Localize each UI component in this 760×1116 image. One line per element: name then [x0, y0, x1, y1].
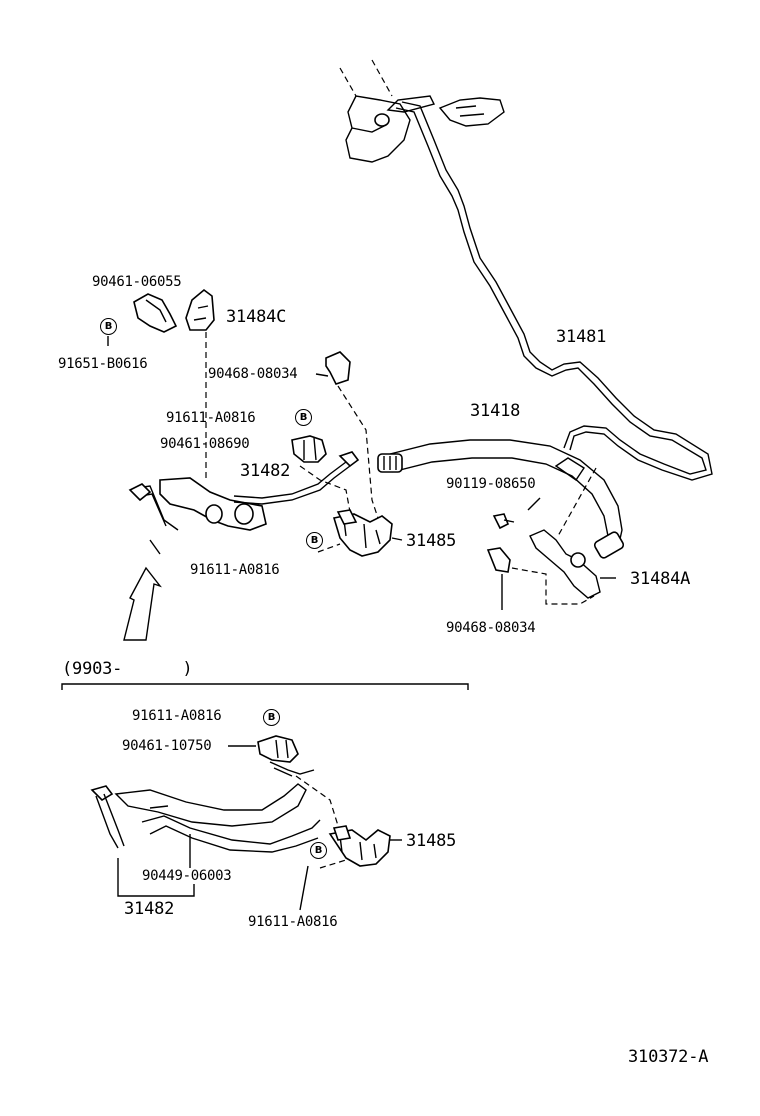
label-90449-06003: 90449-06003 [142, 868, 232, 884]
label-90119-08650: 90119-08650 [446, 476, 536, 492]
hose-31418-drawing [377, 439, 625, 559]
label-91611-a0816-b: 91611-A0816 [190, 562, 280, 578]
b-mark-icon: B [306, 532, 323, 549]
b-mark-icon: B [295, 409, 312, 426]
label-31418: 31418 [470, 401, 521, 421]
label-90468-08034-lower: 90468-08034 [446, 620, 536, 636]
label-31481: 31481 [556, 327, 607, 347]
clip-90468-upper-drawing [315, 351, 381, 525]
section-bracket-line [61, 683, 469, 690]
master-cylinder-drawing [339, 59, 505, 163]
label-91611-a0816-c: 91611-A0816 [132, 708, 222, 724]
label-90461-10750: 90461-10750 [122, 738, 212, 754]
bracket-31485-upper-drawing [317, 509, 403, 557]
label-91651-b0616: 91651-B0616 [58, 356, 148, 372]
label-91611-a0816-d: 91611-A0816 [248, 914, 338, 930]
label-31484a: 31484A [630, 569, 691, 589]
clamp-90461-10750-drawing [228, 735, 341, 833]
label-31485-upper: 31485 [406, 531, 457, 551]
pipe-31481 [395, 101, 713, 481]
label-31485-lower: 31485 [406, 831, 457, 851]
b-mark-icon: B [310, 842, 327, 859]
b-mark-icon: B [100, 318, 117, 335]
release-cylinder-lower-drawing [90, 783, 321, 897]
bracket-31485-lower-drawing [299, 825, 402, 911]
diagram-code: 310372-A [628, 1047, 709, 1067]
label-90461-08690: 90461-08690 [160, 436, 250, 452]
label-90461-06055: 90461-06055 [92, 274, 182, 290]
release-cylinder-upper-drawing [128, 451, 360, 531]
label-31482-upper: 31482 [240, 461, 291, 481]
label-91611-a0816-a: 91611-A0816 [166, 410, 256, 426]
label-31482-lower: 31482 [124, 899, 175, 919]
pointer-arrow [123, 539, 162, 641]
label-31484c: 31484C [226, 307, 287, 327]
bracket-31484a-drawing [486, 467, 616, 610]
bracket-31484c-drawing [107, 288, 215, 480]
section-range-label: (9903- ) [62, 659, 193, 679]
clamp-90461-08690-drawing [291, 435, 351, 513]
b-mark-icon: B [263, 709, 280, 726]
label-90468-08034-upper: 90468-08034 [208, 366, 298, 382]
